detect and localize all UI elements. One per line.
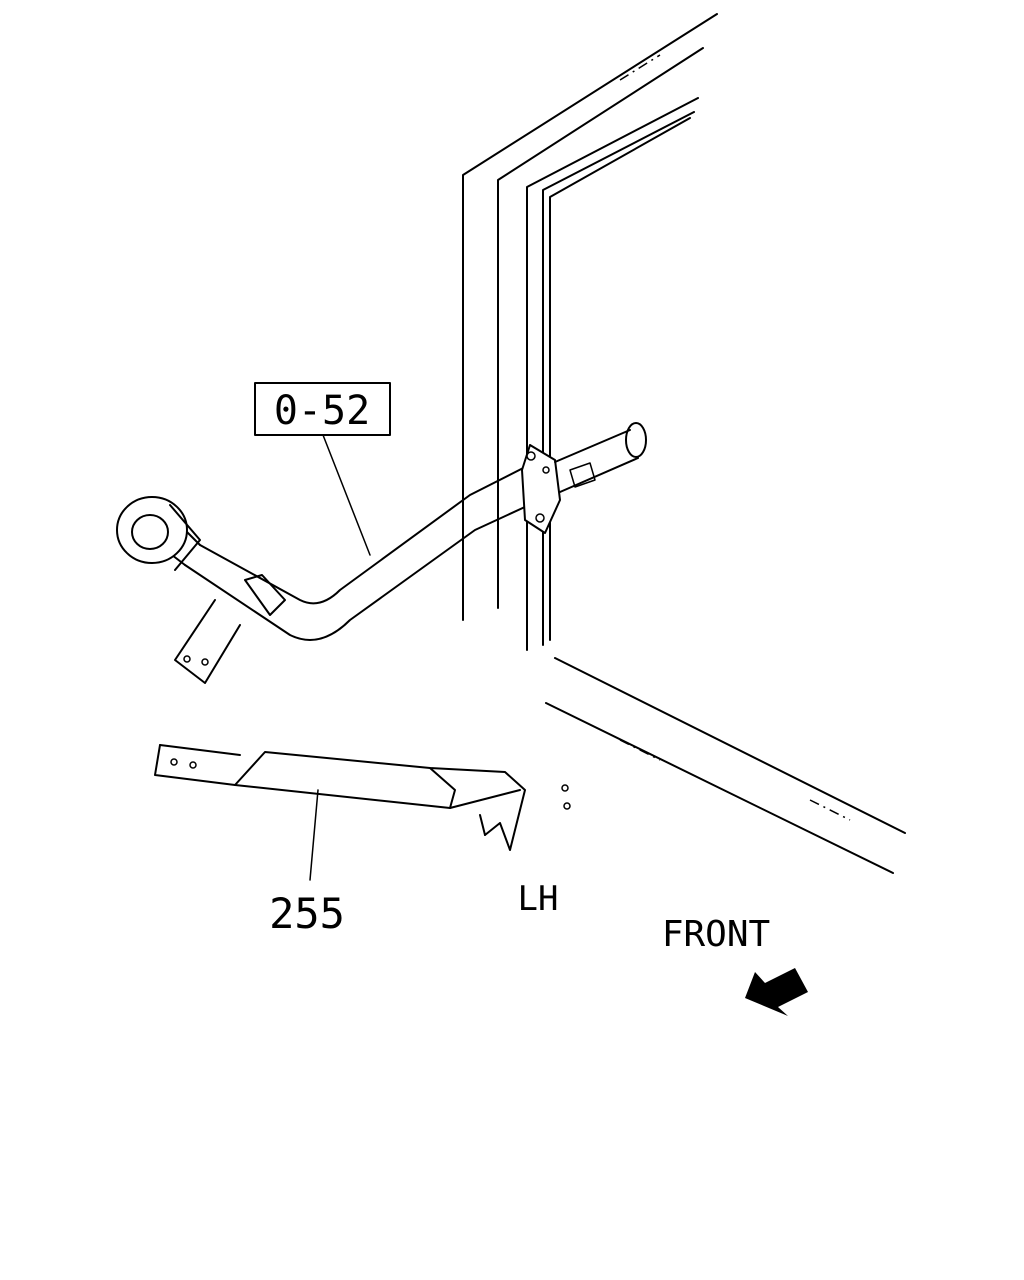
part-number-label: 255 — [269, 889, 345, 938]
frame-rail-outlines — [462, 13, 906, 874]
bracket-255 — [154, 744, 571, 851]
front-label: FRONT — [662, 914, 770, 955]
filler-cap-icon — [116, 496, 188, 564]
callout-0-52: 0-52 — [254, 382, 391, 556]
callout-255: 255 — [269, 789, 345, 938]
fuel-filler-pipe — [116, 422, 647, 684]
pipe-end-icon — [625, 422, 647, 458]
ref-box-label: 0-52 — [274, 388, 370, 434]
side-label: LH — [518, 879, 559, 919]
front-indicator: FRONT — [662, 914, 808, 1016]
front-arrow-icon — [745, 968, 808, 1016]
